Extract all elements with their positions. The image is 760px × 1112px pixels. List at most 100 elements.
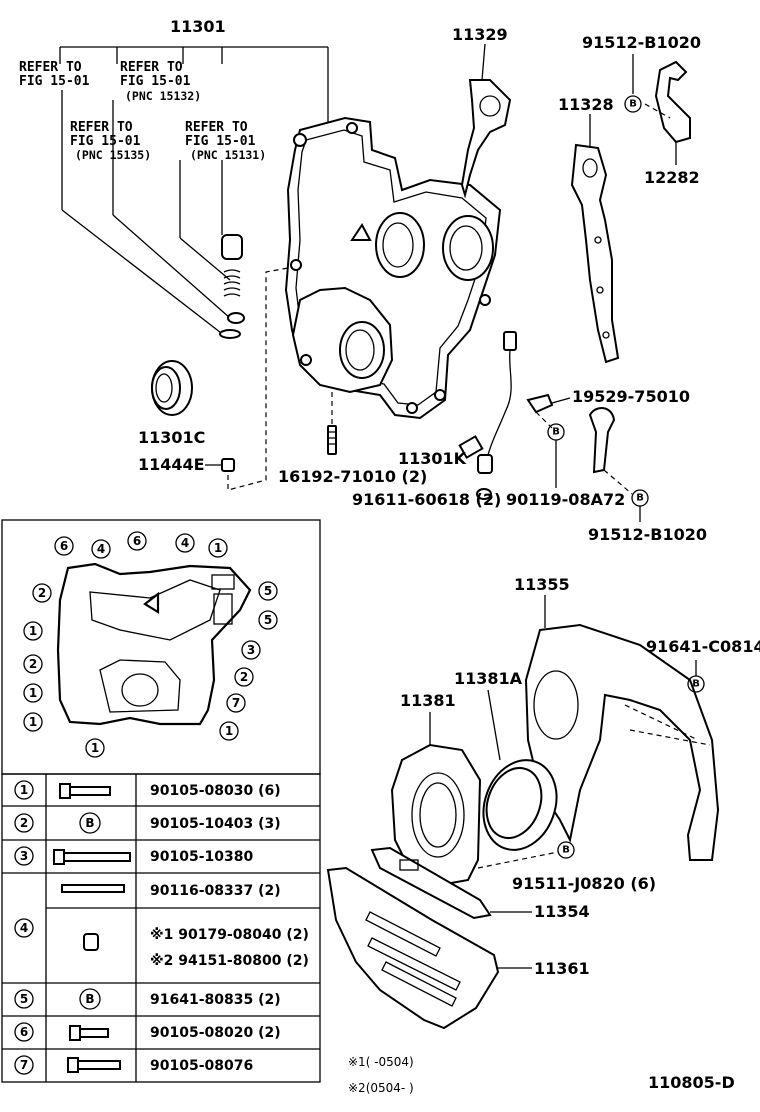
callout-11301K: 11301K	[398, 449, 467, 468]
callout-91512-top: 91512-B1020	[582, 33, 701, 52]
part-number: 90116-08337 (2)	[150, 883, 281, 899]
callout-11381: 11381	[400, 691, 456, 710]
callout-16192: 16192-71010 (2)	[278, 467, 427, 486]
inset-marker-1: 1	[23, 712, 43, 732]
svg-text:REFER TO: REFER TO	[19, 60, 82, 75]
svg-text:REFER TO: REFER TO	[120, 60, 183, 75]
callout-91511: 91511-J0820 (6)	[512, 874, 656, 893]
bracket-11301	[59, 46, 329, 130]
inset-marker-1: 1	[219, 721, 239, 741]
nut-icon-row4b	[83, 933, 99, 951]
svg-text:FIG 15-01: FIG 15-01	[70, 134, 141, 149]
plate-11354	[370, 846, 532, 920]
svg-text:1: 1	[225, 724, 233, 738]
svg-text:5: 5	[20, 992, 28, 1006]
part-number: 90105-10403 (3)	[150, 816, 281, 832]
callout-90119: 90119-08A72	[506, 490, 625, 509]
svg-text:B: B	[85, 992, 94, 1006]
svg-text:4: 4	[97, 542, 105, 556]
svg-text:B: B	[629, 99, 637, 110]
stud-16192	[327, 392, 337, 455]
engine-hanger-12282	[644, 60, 691, 165]
plate-11361	[326, 866, 532, 1030]
callout-91641: 91641-C0814	[646, 637, 760, 656]
refer-note-3: REFER TO FIG 15-01 (PNC 15135)	[70, 120, 151, 162]
callout-11329: 11329	[452, 25, 508, 44]
inset-marker-1: 1	[208, 538, 228, 558]
note-1: ※1( -0504)	[348, 1055, 414, 1069]
svg-text:4: 4	[181, 536, 189, 550]
callout-91512-bottom: 91512-B1020	[588, 525, 707, 544]
bolt-icon-row7	[67, 1057, 121, 1073]
table-key-5: 5	[14, 989, 34, 1009]
svg-text:B: B	[636, 493, 644, 504]
bolt-mark-b-right: B	[687, 660, 705, 693]
svg-text:4: 4	[20, 921, 28, 935]
inset-marker-7: 7	[226, 693, 246, 713]
bolt-mark-b-top: B	[624, 95, 642, 113]
svg-text:FIG 15-01: FIG 15-01	[185, 134, 256, 149]
oil-seal-11301C	[151, 360, 193, 416]
svg-text:6: 6	[133, 534, 141, 548]
gasket-11329	[460, 43, 512, 199]
svg-text:6: 6	[20, 1025, 28, 1039]
sensor-11301K	[458, 331, 517, 500]
callout-11328: 11328	[558, 95, 614, 114]
callout-12282: 12282	[644, 168, 700, 187]
svg-text:B: B	[562, 845, 570, 856]
svg-text:1: 1	[214, 541, 222, 555]
table-key-4: 4	[14, 918, 34, 938]
inset-frame	[1, 519, 321, 775]
bolt-mark-b-seal: B	[477, 841, 575, 869]
callout-11381A: 11381A	[454, 669, 523, 688]
inset-marker-1: 1	[23, 621, 43, 641]
callout-91611: 91611-60618 (2)	[352, 490, 501, 509]
inset-marker-4: 4	[91, 539, 111, 559]
svg-text:2: 2	[38, 586, 46, 600]
figure-code: 110805-D	[648, 1073, 735, 1092]
svg-text:7: 7	[20, 1058, 28, 1072]
svg-text:B: B	[552, 427, 560, 438]
inset-marker-5: 5	[258, 610, 278, 630]
part-number: 90105-08076	[150, 1058, 253, 1074]
refer-leaders	[61, 90, 231, 337]
inset-cover-outline	[56, 562, 252, 726]
inset-marker-2: 2	[32, 583, 52, 603]
svg-text:1: 1	[29, 624, 37, 638]
bolt-table	[1, 773, 321, 1083]
bolt-icon-row4a	[61, 884, 125, 893]
table-key-1: 1	[14, 780, 34, 800]
inset-marker-1: 1	[85, 738, 105, 758]
refer-note-1: REFER TO FIG 15-01	[19, 60, 90, 89]
inset-marker-2: 2	[23, 654, 43, 674]
svg-text:6: 6	[60, 539, 68, 553]
callout-11355: 11355	[514, 575, 570, 594]
part-number: ※1 90179-08040 (2)	[150, 927, 309, 943]
inset-marker-1: 1	[23, 683, 43, 703]
part-number: 90105-08030 (6)	[150, 783, 281, 799]
svg-text:1: 1	[20, 783, 28, 797]
svg-text:1: 1	[29, 686, 37, 700]
table-key-6: 6	[14, 1022, 34, 1042]
svg-text:2: 2	[240, 670, 248, 684]
svg-text:2: 2	[29, 657, 37, 671]
inset-marker-6: 6	[54, 536, 74, 556]
callout-11361: 11361	[534, 959, 590, 978]
callout-19529: 19529-75010	[572, 387, 690, 406]
table-key-3: 3	[14, 846, 34, 866]
plunger-part	[219, 234, 245, 339]
inset-marker-3: 3	[241, 640, 261, 660]
svg-text:REFER TO: REFER TO	[70, 120, 133, 135]
refer-note-2: REFER TO FIG 15-01 (PNC 15132)	[120, 60, 201, 103]
refer-note-4: REFER TO FIG 15-01 (PNC 15131)	[185, 120, 266, 162]
gasket-11328	[570, 114, 620, 364]
part-number: 90105-10380	[150, 849, 253, 865]
inset-marker-5: 5	[258, 581, 278, 601]
bolt-mark-b-mid: B	[547, 423, 565, 488]
oil-seal-11381A	[482, 689, 558, 851]
table-key-7: 7	[14, 1055, 34, 1075]
svg-text:FIG 15-01: FIG 15-01	[19, 74, 90, 89]
inset-marker-2: 2	[234, 667, 254, 687]
callout-11301: 11301	[170, 17, 226, 36]
clamp-19529	[526, 393, 571, 429]
